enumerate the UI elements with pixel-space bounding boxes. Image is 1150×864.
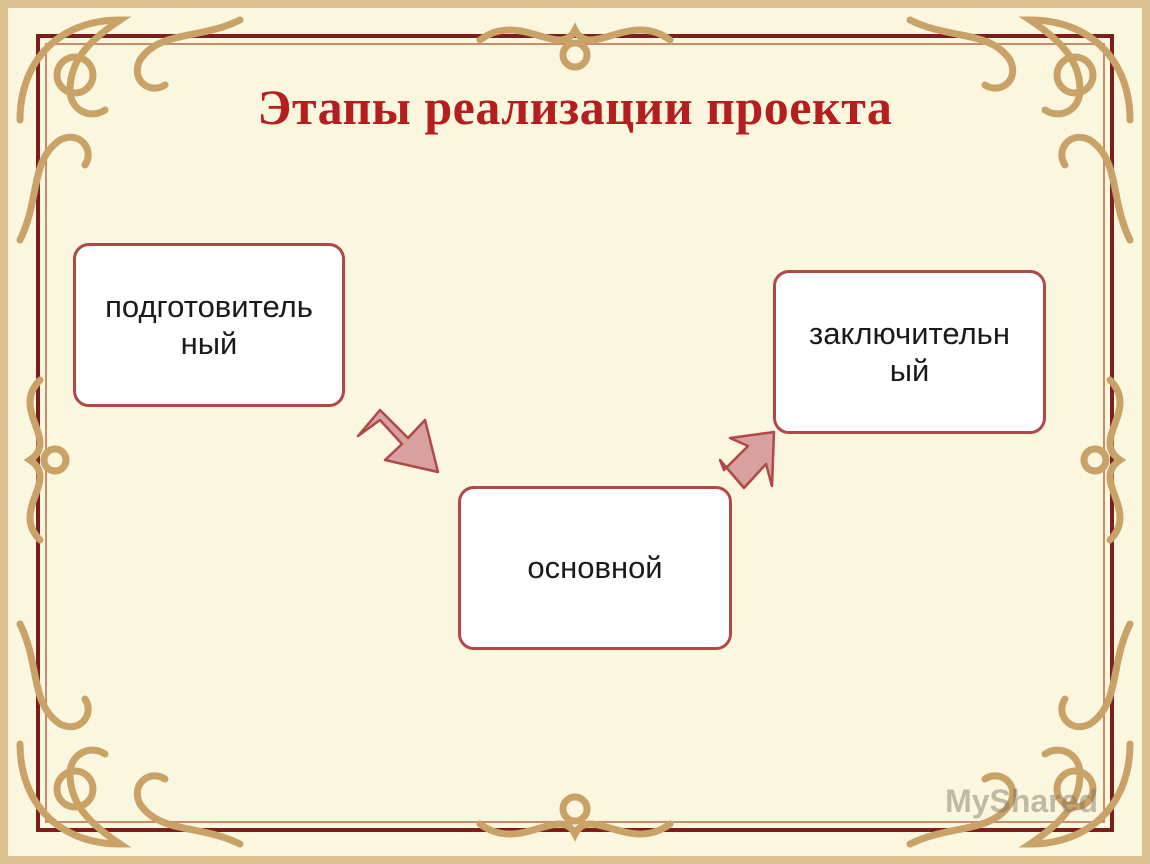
top-center-ornament xyxy=(476,22,674,71)
stage-final: заключительн ый xyxy=(773,270,1046,434)
stage-label: основной xyxy=(527,550,663,586)
page-title: Этапы реализации проекта xyxy=(257,79,893,135)
stage-main: основной xyxy=(458,486,732,650)
stage-label: заключительн ый xyxy=(809,315,1010,388)
corner-ornament-bottom-right xyxy=(906,620,1134,848)
left-side-ornament xyxy=(23,376,70,544)
corner-ornament-top-left xyxy=(16,16,244,244)
bottom-center-ornament xyxy=(476,793,674,842)
watermark-logo: MyShared xyxy=(945,783,1098,819)
right-side-ornament xyxy=(1080,376,1127,544)
corner-ornament-top-right xyxy=(906,16,1134,244)
stage-preparatory: подготовитель ный xyxy=(73,243,345,407)
corner-ornament-bottom-left xyxy=(16,620,244,848)
stage-label: подготовитель ный xyxy=(105,288,313,361)
